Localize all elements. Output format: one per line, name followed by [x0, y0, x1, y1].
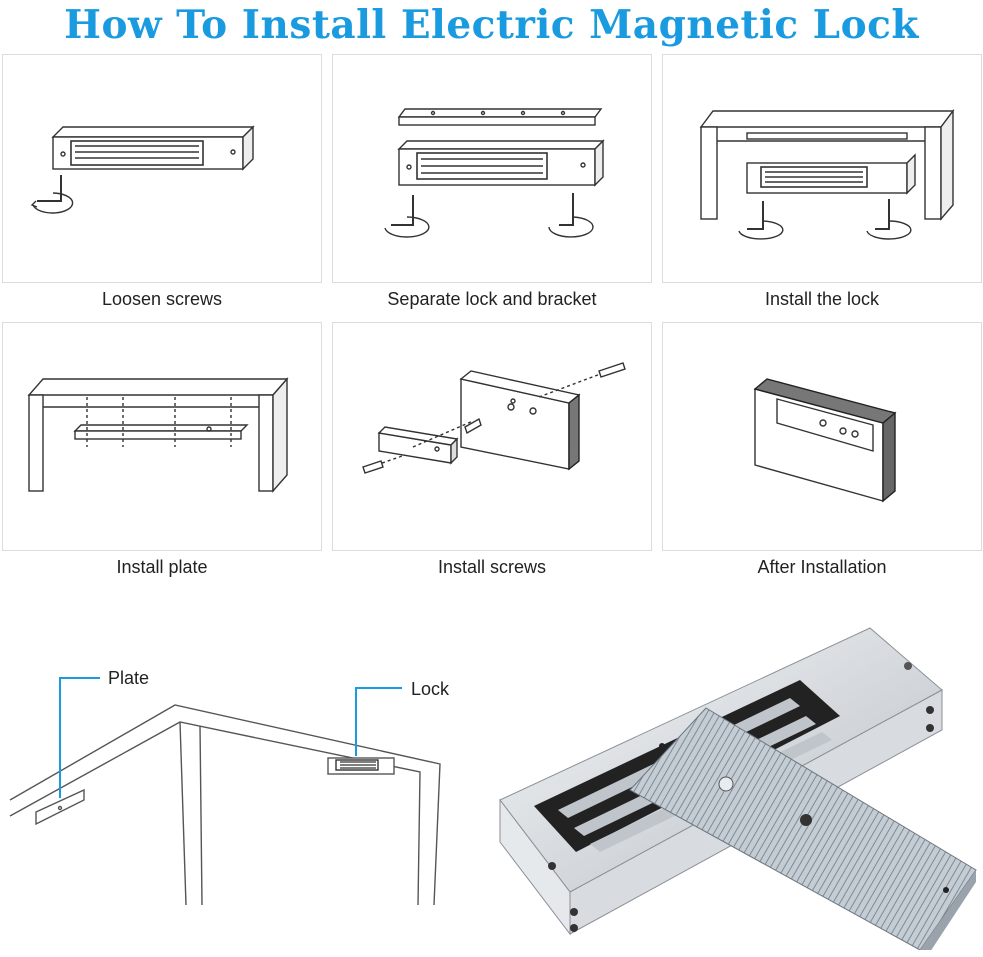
step-separate-panel: [332, 54, 652, 283]
step-caption: Separate lock and bracket: [387, 289, 597, 309]
step-caption: Install screws: [437, 557, 547, 577]
lock-callout-label: Lock: [411, 679, 450, 699]
after-installation-illustration: [753, 378, 897, 503]
loosen-screws-illustration: [30, 125, 255, 214]
page-title: How To Install Electric Magnetic Lock: [64, 2, 919, 48]
step-install-screws-panel: [332, 322, 652, 551]
install-lock-illustration: [699, 108, 955, 240]
step-caption: Install the lock: [764, 289, 880, 309]
step-after-installation-panel: [662, 322, 982, 551]
separate-lock-bracket-illustration: [384, 108, 605, 238]
step-install-plate-panel: [2, 322, 322, 551]
install-plate-illustration: [27, 377, 289, 493]
step-loosen-screws-panel: [2, 54, 322, 283]
step-caption: After Installation: [757, 557, 887, 577]
step-install-lock-panel: [662, 54, 982, 283]
magnetic-lock-product-image: [499, 627, 977, 950]
plate-callout-label: Plate: [108, 668, 150, 688]
step-caption: Loosen screws: [101, 289, 223, 309]
install-screws-illustration: [362, 362, 626, 474]
step-caption: Install plate: [116, 557, 208, 577]
door-frame-illustration: [9, 677, 441, 906]
